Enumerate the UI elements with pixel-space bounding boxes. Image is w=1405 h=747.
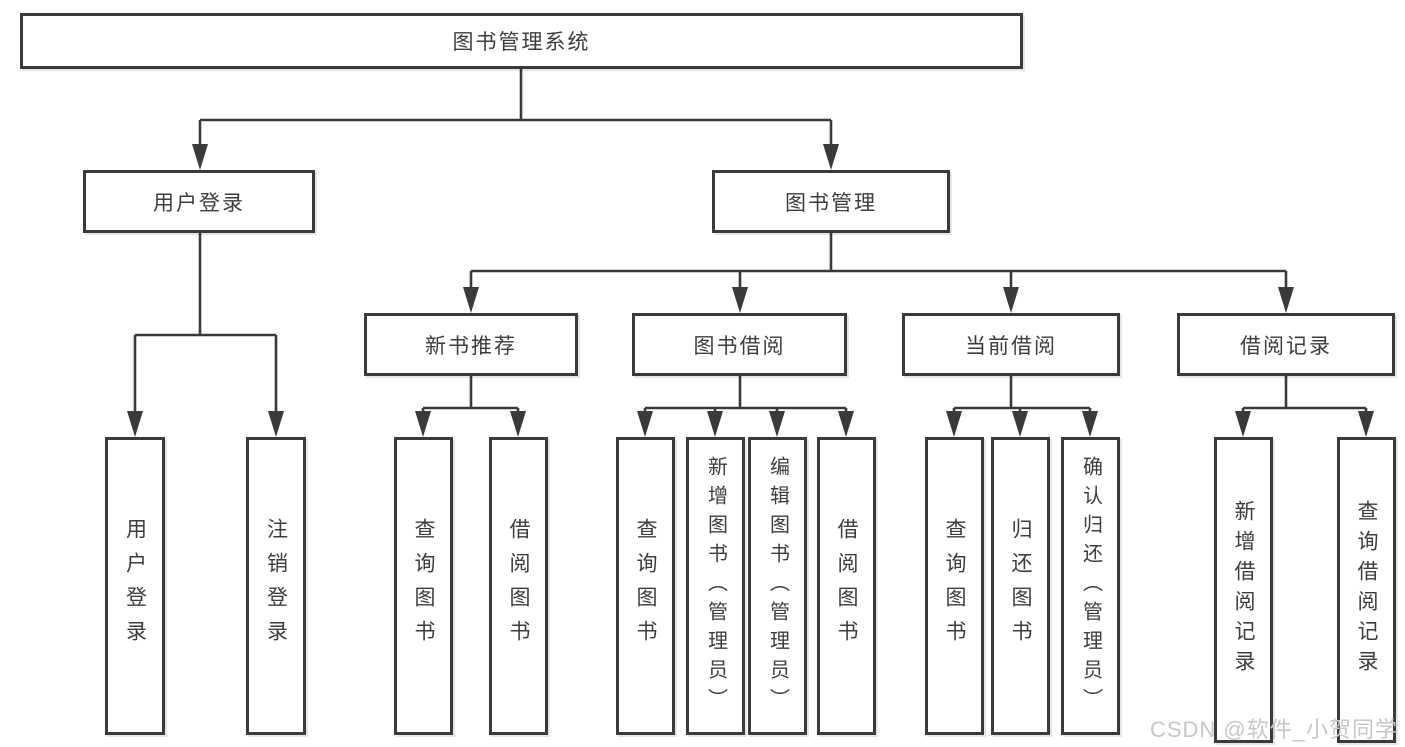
node-borrow-books-borrowing: 借阅图书 xyxy=(817,437,876,735)
node-book-management-label: 图书管理 xyxy=(785,191,877,215)
node-borrowing-records: 借阅记录 xyxy=(1177,313,1395,376)
node-query-books-borrowing-label: 查询图书 xyxy=(634,518,657,654)
node-current-borrowing-label: 当前借阅 xyxy=(965,334,1057,358)
node-borrowing-records-label: 借阅记录 xyxy=(1240,334,1332,358)
connector-bookmgmt-to-level3 xyxy=(469,233,1288,305)
node-new-book-recommend-label: 新书推荐 xyxy=(425,334,517,358)
node-add-borrowing-record-label: 新增借阅记录 xyxy=(1232,500,1255,680)
node-logout-action: 注销登录 xyxy=(246,437,306,735)
node-query-books-current-label: 查询图书 xyxy=(943,518,966,654)
node-edit-books-admin-label: 编辑图书（管理员） xyxy=(766,455,789,717)
watermark: CSDN @软件_小贺同学 xyxy=(1149,717,1398,742)
arrowheads-level2 xyxy=(192,144,839,170)
node-borrow-books-borrowing-label: 借阅图书 xyxy=(835,518,858,654)
node-query-books-borrowing: 查询图书 xyxy=(616,437,675,735)
node-user-login-label: 用户登录 xyxy=(153,191,245,215)
node-root-label: 图书管理系统 xyxy=(452,31,591,54)
node-return-books-label: 归还图书 xyxy=(1009,518,1032,654)
node-query-borrowing-record: 查询借阅记录 xyxy=(1337,437,1396,743)
node-book-borrowing-label: 图书借阅 xyxy=(693,334,786,358)
node-confirm-return-admin-label: 确认归还（管理员） xyxy=(1079,455,1102,717)
node-add-books-admin: 新增图书（管理员） xyxy=(686,437,745,735)
node-query-books-recommend-label: 查询图书 xyxy=(412,518,435,654)
node-book-borrowing: 图书借阅 xyxy=(632,313,847,376)
node-add-borrowing-record: 新增借阅记录 xyxy=(1214,437,1273,743)
node-user-login-action-label: 用户登录 xyxy=(123,518,147,654)
node-user-login: 用户登录 xyxy=(83,170,315,233)
connector-root-to-level2 xyxy=(198,69,833,162)
node-current-borrowing: 当前借阅 xyxy=(902,313,1120,376)
node-query-books-current: 查询图书 xyxy=(925,437,984,735)
node-book-management: 图书管理 xyxy=(712,170,950,233)
node-borrow-books-recommend: 借阅图书 xyxy=(489,437,548,735)
node-confirm-return-admin: 确认归还（管理员） xyxy=(1061,437,1120,735)
arrowheads-leaves xyxy=(127,411,1374,437)
node-return-books: 归还图书 xyxy=(991,437,1050,735)
connector-records-to-leaves xyxy=(1241,376,1368,429)
node-borrow-books-recommend-label: 借阅图书 xyxy=(507,518,530,654)
node-query-books-recommend: 查询图书 xyxy=(394,437,453,735)
connector-borrowing-to-leaves xyxy=(643,376,848,429)
node-query-borrowing-record-label: 查询借阅记录 xyxy=(1355,500,1378,680)
arrowheads-level3 xyxy=(463,287,1294,313)
connector-userlogin-to-leaves xyxy=(133,233,278,429)
node-root: 图书管理系统 xyxy=(20,13,1023,69)
node-user-login-action: 用户登录 xyxy=(105,437,165,735)
connector-recommend-to-leaves xyxy=(421,376,520,429)
node-logout-action-label: 注销登录 xyxy=(264,518,288,654)
node-add-books-admin-label: 新增图书（管理员） xyxy=(704,455,727,717)
node-edit-books-admin: 编辑图书（管理员） xyxy=(748,437,807,735)
node-new-book-recommend: 新书推荐 xyxy=(364,313,578,376)
